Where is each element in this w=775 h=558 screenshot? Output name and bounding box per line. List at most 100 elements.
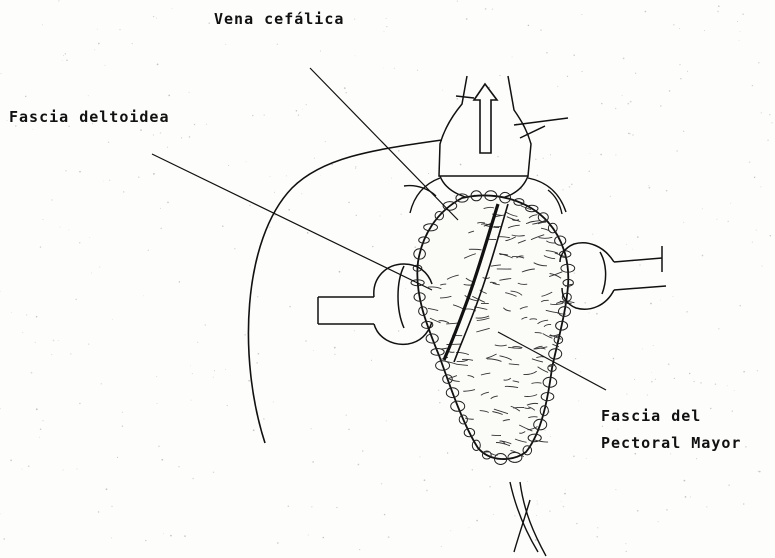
speckle-dot xyxy=(263,418,264,419)
speckle-dot xyxy=(679,64,680,65)
speckle-dot xyxy=(263,114,264,115)
speckle-dot xyxy=(761,265,762,266)
upper-retractor xyxy=(439,76,568,200)
speckle-dot xyxy=(58,0,59,1)
speckle-dot xyxy=(153,16,154,17)
speckle-dot xyxy=(442,90,443,91)
speckle-dot xyxy=(79,403,81,405)
speckle-dot xyxy=(381,483,382,484)
speckle-dot xyxy=(66,60,68,62)
speckle-dot xyxy=(683,222,684,223)
speckle-dot xyxy=(384,31,385,32)
speckle-dot xyxy=(42,24,43,25)
speckle-dot xyxy=(256,362,257,363)
speckle-dot xyxy=(0,408,1,409)
speckle-dot xyxy=(414,258,415,259)
speckle-dot xyxy=(222,225,224,227)
speckle-dot xyxy=(626,393,627,394)
speckle-dot xyxy=(119,29,120,30)
speckle-dot xyxy=(65,53,66,54)
speckle-dot xyxy=(622,95,623,96)
speckle-dot xyxy=(758,62,759,63)
speckle-dot xyxy=(398,330,399,331)
speckle-dot xyxy=(170,535,172,537)
speckle-dot xyxy=(456,98,458,100)
speckle-dot xyxy=(157,403,158,404)
speckle-dot xyxy=(438,389,440,391)
speckle-dot xyxy=(91,273,92,274)
speckle-dot xyxy=(601,103,603,105)
speckle-dot xyxy=(153,173,155,175)
speckle-dot xyxy=(615,489,616,490)
speckle-dot xyxy=(527,481,528,482)
speckle-dot xyxy=(88,95,89,96)
speckle-dot xyxy=(208,22,210,24)
speckle-dot xyxy=(36,316,38,318)
speckle-dot xyxy=(356,215,357,216)
speckle-dot xyxy=(639,264,641,266)
speckle-dot xyxy=(122,425,123,426)
speckle-dot xyxy=(704,30,705,31)
speckle-dot xyxy=(759,471,761,473)
speckle-dot xyxy=(441,546,442,547)
speckle-dot xyxy=(573,456,575,458)
speckle-dot xyxy=(53,340,55,342)
speckle-dot xyxy=(600,154,602,156)
speckle-dot xyxy=(99,266,100,267)
speckle-dot xyxy=(298,114,299,115)
speckle-dot xyxy=(535,159,537,161)
speckle-dot xyxy=(51,354,52,355)
speckle-dot xyxy=(244,334,245,335)
speckle-dot xyxy=(205,324,206,325)
speckle-dot xyxy=(288,505,289,506)
speckle-dot xyxy=(97,29,98,30)
speckle-dot xyxy=(576,523,577,524)
speckle-dot xyxy=(225,44,226,45)
speckle-dot xyxy=(76,299,77,300)
speckle-dot xyxy=(743,371,745,373)
speckle-dot xyxy=(348,202,350,204)
speckle-dot xyxy=(582,71,583,72)
speckle-dot xyxy=(669,90,671,92)
speckle-dot xyxy=(167,147,168,148)
speckle-dot xyxy=(562,189,564,191)
speckle-dot xyxy=(756,229,757,230)
speckle-dot xyxy=(156,18,157,19)
speckle-dot xyxy=(117,457,118,458)
speckle-dot xyxy=(398,150,399,151)
speckle-dot xyxy=(197,342,198,343)
speckle-dot xyxy=(311,506,313,508)
speckle-dot xyxy=(578,400,579,401)
speckle-dot xyxy=(761,112,762,113)
speckle-dot xyxy=(540,29,541,30)
speckle-dot xyxy=(760,186,761,187)
speckle-dot xyxy=(700,382,702,384)
speckle-dot xyxy=(674,378,675,379)
speckle-dot xyxy=(194,124,195,125)
speckle-dot xyxy=(690,496,691,497)
speckle-dot xyxy=(388,536,390,538)
speckle-dot xyxy=(758,471,759,472)
speckle-dot xyxy=(718,5,720,7)
speckle-dot xyxy=(489,486,491,488)
speckle-dot xyxy=(634,379,635,380)
up-arrow-icon xyxy=(474,84,497,153)
speckle-dot xyxy=(716,219,717,220)
speckle-dot xyxy=(653,345,654,346)
speckle-dot xyxy=(98,511,99,512)
speckle-dot xyxy=(575,358,576,359)
speckle-dot xyxy=(535,539,537,541)
speckle-dot xyxy=(179,281,181,283)
speckle-dot xyxy=(359,549,360,550)
speckle-dot xyxy=(0,291,1,292)
speckle-dot xyxy=(153,134,154,135)
speckle-dot xyxy=(414,246,416,248)
speckle-dot xyxy=(334,354,335,355)
speckle-dot xyxy=(680,78,681,79)
speckle-dot xyxy=(702,255,704,257)
speckle-dot xyxy=(627,103,629,105)
speckle-dot xyxy=(754,177,755,178)
speckle-dot xyxy=(743,503,745,505)
speckle-dot xyxy=(313,350,314,351)
